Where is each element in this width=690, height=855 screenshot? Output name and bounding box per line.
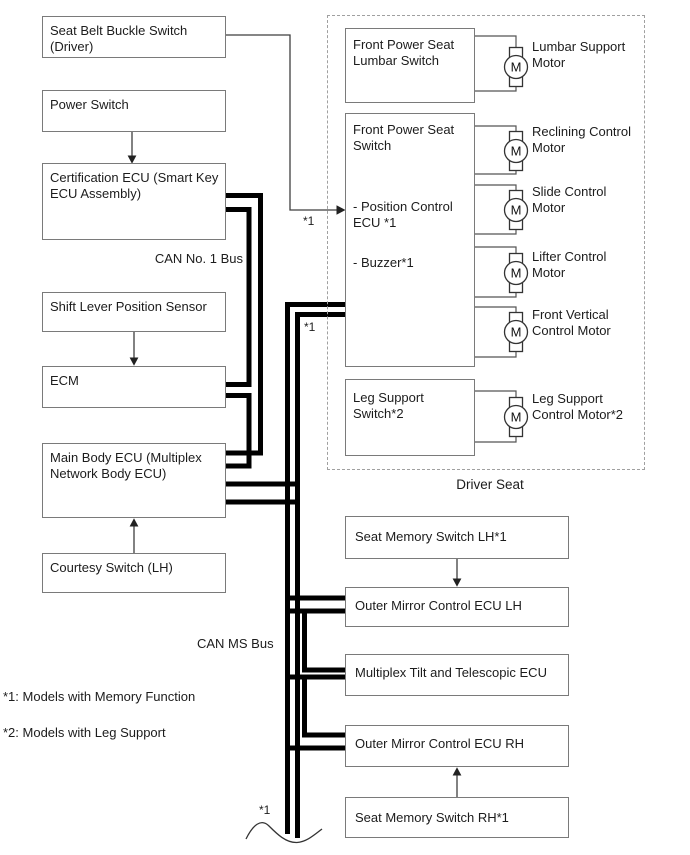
node-seat-memory-switch-lh: Seat Memory Switch LH*1: [345, 516, 569, 559]
node-label: Seat Memory Switch LH*1: [355, 529, 507, 544]
lifter-control-motor-label: Lifter Control Motor: [532, 249, 607, 280]
node-label: Leg Support Switch*2: [353, 390, 424, 421]
front-vertical-motor-loop: [474, 306, 517, 358]
node-label: Power Switch: [50, 97, 129, 112]
reclining-control-motor-label: Reclining Control Motor: [532, 124, 631, 155]
arrowhead-seatmemory-rh-up: [452, 767, 462, 776]
arrowhead-shift-down: [129, 357, 139, 366]
arrowheads: [127, 155, 462, 776]
node-seat-belt-buckle-switch: Seat Belt Buckle Switch (Driver): [42, 16, 226, 58]
slide-control-motor-label: Slide Control Motor: [532, 184, 607, 215]
seat-belt-wire: [226, 34, 337, 211]
node-label: Front Power Seat Switch: [353, 122, 455, 153]
node-leg-support-switch: Leg Support Switch*2: [345, 379, 475, 456]
can1-inner-wire: [226, 207, 252, 387]
node-label: Seat Memory Switch RH*1: [355, 810, 509, 825]
asterisk-bottom-bus: *1: [259, 803, 271, 817]
driver-seat-caption: Driver Seat: [456, 477, 524, 492]
buzzer-item: - Buzzer*1: [353, 255, 414, 270]
node-main-body-ecu: Main Body ECU (Multiplex Network Body EC…: [42, 443, 226, 518]
motor-m-glyph: M: [511, 266, 522, 281]
lumbar-support-motor-label: Lumbar Support Motor: [532, 39, 626, 70]
node-label: Outer Mirror Control ECU RH: [355, 736, 525, 751]
arrowhead-power-down: [127, 155, 137, 164]
reclining-motor-loop: [474, 125, 517, 175]
motor-loops: [474, 35, 517, 443]
can1-bus: [226, 193, 263, 469]
reclining-motor-icon: M: [503, 130, 529, 172]
node-multiplex-tilt-telescopic-ecu: Multiplex Tilt and Telescopic ECU: [345, 654, 569, 696]
can-no1-bus-label: CAN No. 1 Bus: [154, 251, 243, 266]
motor-m-glyph: M: [511, 325, 522, 340]
lumbar-motor-loop: [474, 35, 517, 92]
asterisk-top-arrow: *1: [303, 214, 315, 228]
node-seat-memory-switch-rh: Seat Memory Switch RH*1: [345, 797, 569, 838]
driver-seat-enclosure: [327, 15, 645, 470]
motor-m-glyph: M: [511, 144, 522, 159]
footnote-leg-support: *2: Models with Leg Support: [3, 725, 166, 740]
node-label: Multiplex Tilt and Telescopic ECU: [355, 665, 547, 680]
node-front-power-seat-switch: Front Power Seat Switch - Position Contr…: [345, 113, 475, 367]
arrowhead-courtesy-up: [129, 518, 139, 527]
node-courtesy-switch: Courtesy Switch (LH): [42, 553, 226, 593]
can1-outer-wire: [226, 193, 263, 456]
motor-m-glyph: M: [511, 60, 522, 75]
lifter-motor-loop: [474, 246, 517, 298]
node-shift-lever-position-sensor: Shift Lever Position Sensor: [42, 292, 226, 332]
lifter-motor-icon: M: [503, 252, 529, 294]
canms-bus: [226, 302, 345, 838]
leg-support-motor-icon: M: [503, 396, 529, 438]
node-label: Front Power Seat Lumbar Switch: [353, 37, 455, 68]
node-outer-mirror-control-ecu-rh: Outer Mirror Control ECU RH: [345, 725, 569, 767]
arrowhead-into-seat-switch: [336, 205, 346, 215]
slide-motor-loop: [474, 184, 517, 235]
front-vertical-motor-icon: M: [503, 311, 529, 353]
node-label: Courtesy Switch (LH): [50, 560, 173, 575]
node-ecm: ECM: [42, 366, 226, 408]
motor-m-glyph: M: [511, 203, 522, 218]
canms-trunk-right: [295, 312, 345, 838]
node-front-power-seat-lumbar-switch: Front Power Seat Lumbar Switch: [345, 28, 475, 103]
node-label: Shift Lever Position Sensor: [50, 299, 207, 314]
signal-wires: [131, 34, 458, 797]
motor-m-glyph: M: [511, 410, 522, 425]
position-control-ecu-item: - Position Control ECU *1: [353, 199, 453, 230]
leg-support-control-motor-label: Leg Support Control Motor*2: [532, 391, 624, 422]
footnote-memory-function: *1: Models with Memory Function: [3, 689, 196, 704]
bus-break-squiggle: [245, 822, 323, 844]
slide-motor-icon: M: [503, 189, 529, 231]
front-vertical-control-motor-label: Front Vertical Control Motor: [532, 307, 611, 338]
asterisk-seat-bus: *1: [304, 320, 316, 334]
arrowhead-seatmemory-lh-down: [452, 578, 462, 587]
node-label: Seat Belt Buckle Switch (Driver): [50, 23, 188, 54]
node-label: Certification ECU (Smart Key ECU Assembl…: [50, 170, 219, 201]
node-label: ECM: [50, 373, 79, 388]
can1-ecm-to-mainbody-wire: [226, 393, 252, 469]
node-certification-ecu: Certification ECU (Smart Key ECU Assembl…: [42, 163, 226, 240]
motor-symbols: M M M M M: [503, 46, 529, 438]
node-outer-mirror-control-ecu-lh: Outer Mirror Control ECU LH: [345, 587, 569, 627]
can-ms-bus-label: CAN MS Bus: [197, 636, 274, 651]
node-label: Main Body ECU (Multiplex Network Body EC…: [50, 450, 202, 481]
node-power-switch: Power Switch: [42, 90, 226, 132]
canms-trunk-left: [285, 302, 345, 834]
node-label: Outer Mirror Control ECU LH: [355, 598, 522, 613]
lumbar-motor-icon: M: [503, 46, 529, 88]
leg-support-motor-loop: [474, 390, 517, 443]
